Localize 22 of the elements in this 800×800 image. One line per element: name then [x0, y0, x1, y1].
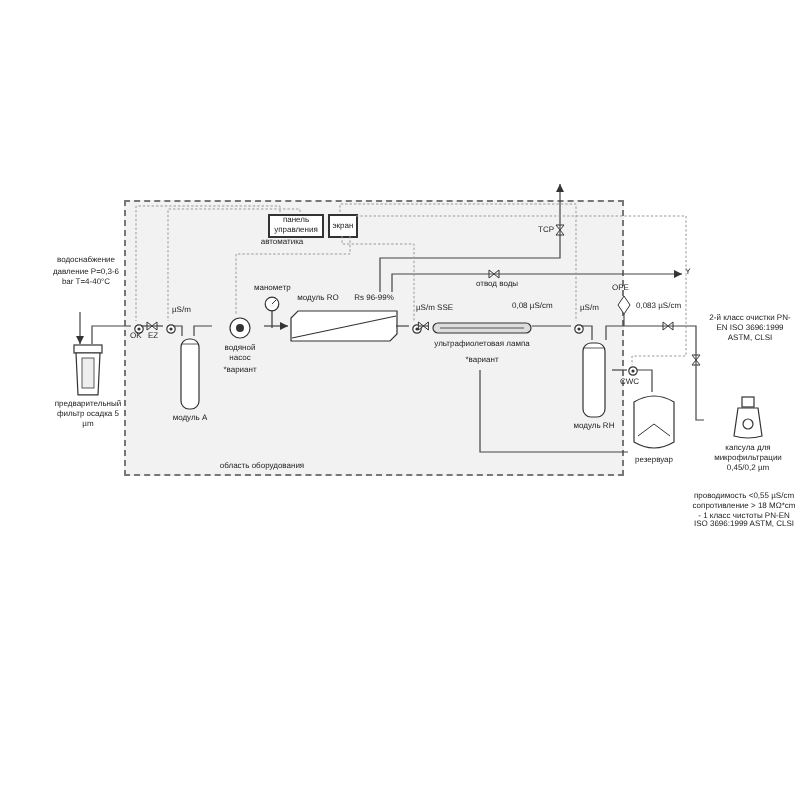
pipe-line: [172, 325, 183, 337]
pipe-line: [636, 369, 653, 393]
signal-line: [135, 205, 281, 322]
pipe-arrow: [263, 322, 289, 330]
pipe-line: [91, 325, 132, 345]
pipe-line: [605, 325, 705, 421]
pipe-arrow: [76, 311, 84, 345]
pipe-line: [418, 325, 429, 327]
signal-line: [341, 235, 415, 322]
pipe-line: [395, 325, 410, 327]
pipe-arrow: [391, 270, 683, 293]
signal-line: [339, 203, 577, 322]
pipe-line: [479, 369, 629, 453]
pipe-line: [140, 325, 164, 327]
pipe-line: [611, 369, 628, 371]
signal-line: [355, 215, 687, 366]
signal-line: [167, 208, 301, 322]
pipe-line: [580, 325, 593, 341]
signal-line: [235, 235, 351, 315]
pipe-arrow: [379, 183, 564, 293]
pipe-line: [531, 325, 572, 327]
pipe-line: [193, 325, 213, 337]
